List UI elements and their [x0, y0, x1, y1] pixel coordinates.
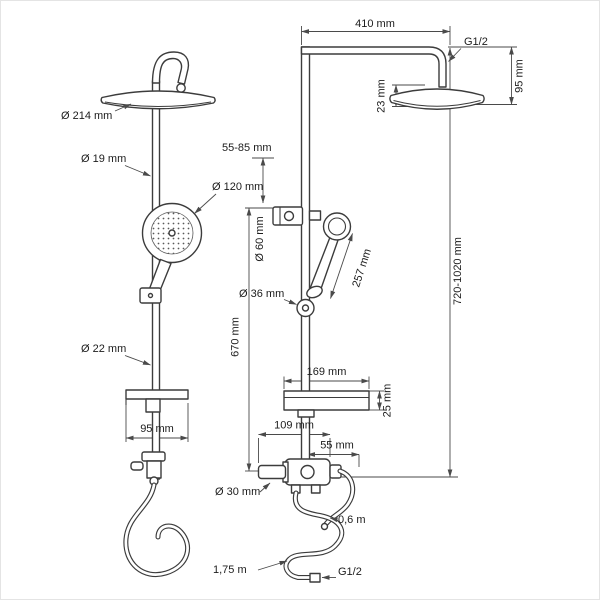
front-bottom-stub-right: [310, 484, 321, 494]
label-shelf-thickness: 25 mm: [382, 384, 394, 418]
front-shelf-support: [297, 409, 315, 418]
label-slider-diameter: Ø 36 mm: [239, 288, 284, 300]
side-hand-shower-center: [168, 229, 176, 237]
label-top-arm-width: 410 mm: [355, 18, 395, 30]
leader-long-hose: [257, 560, 288, 571]
side-shelf-support: [145, 398, 161, 413]
label-head-offset-height: 95 mm: [514, 59, 526, 93]
front-shelf: [283, 390, 370, 411]
front-hand-shower-head: [322, 212, 352, 241]
front-valve-handle: [257, 464, 287, 480]
front-diverter-cap: [300, 464, 315, 480]
leader-lines: [114, 48, 462, 580]
side-overhead-rim: [104, 101, 212, 108]
side-valve-handle: [130, 461, 144, 471]
dim-line-257: [330, 233, 353, 299]
leader-handle-diameter: [259, 482, 271, 493]
front-holder-mount: [308, 210, 322, 221]
label-lower-column-height: 670 mm: [230, 317, 242, 357]
dimension-lines: [125, 26, 517, 478]
leader-hand-shower: [194, 193, 217, 214]
label-hand-shower-length: 257 mm: [350, 247, 374, 289]
side-ball-joint: [176, 83, 186, 93]
front-long-hose-highlight: [284, 491, 344, 579]
front-hand-shower-handle: [309, 232, 342, 294]
label-shelf-width: 169 mm: [307, 366, 347, 378]
label-valve-right-offset: 55 mm: [320, 440, 354, 452]
label-handle-diameter: Ø 30 mm: [215, 486, 260, 498]
side-shower-arm: [151, 51, 190, 85]
label-shelf-depth: 95 mm: [140, 423, 174, 435]
front-handle-holder: [306, 285, 323, 299]
dimension-labels: 410 mm G1/2 95 mm 23 mm Ø 214 mm Ø 19 mm…: [61, 18, 526, 578]
label-head-thickness: 23 mm: [376, 79, 388, 113]
leader-short-hose: [329, 517, 338, 523]
front-hand-shower-ring: [327, 217, 347, 236]
side-holder-screw: [147, 292, 154, 299]
leader-slider: [283, 299, 297, 305]
front-view: [257, 46, 485, 583]
side-valve-top: [141, 451, 166, 462]
side-long-hose-highlight: [124, 483, 189, 576]
label-short-hose-length: 0,6 m: [338, 514, 366, 526]
label-lower-pipe-diameter: Ø 22 mm: [81, 343, 126, 355]
label-upper-pipe-diameter: Ø 19 mm: [81, 153, 126, 165]
leader-lower-pipe: [124, 355, 151, 366]
front-slider-center: [301, 304, 310, 312]
label-wall-bracket-range: 55-85 mm: [222, 142, 272, 154]
front-long-hose: [283, 490, 345, 580]
front-overhead-rim: [393, 99, 481, 107]
label-overhead-diameter: Ø 214 mm: [61, 110, 112, 122]
front-bracket-knob: [283, 210, 295, 222]
label-valve-width: 109 mm: [274, 420, 314, 432]
side-shelf: [125, 389, 189, 400]
label-long-hose-length: 1,75 m: [213, 564, 247, 576]
front-shower-arm: [300, 46, 447, 88]
side-valve-body: [146, 460, 162, 479]
label-hand-shower-diameter: Ø 120 mm: [212, 181, 263, 193]
leader-upper-pipe: [124, 165, 151, 177]
label-column-height-range: 720-1020 mm: [452, 237, 464, 305]
front-hose-fitting: [309, 572, 321, 583]
label-wall-bracket-diameter: Ø 60 mm: [254, 216, 266, 261]
leader-overhead-diameter: [114, 103, 132, 112]
front-short-hose-end: [320, 522, 329, 531]
leader-top-thread: [448, 48, 462, 62]
label-bottom-thread: G1/2: [338, 566, 362, 578]
side-view: [100, 51, 216, 577]
label-top-thread: G1/2: [464, 36, 488, 48]
